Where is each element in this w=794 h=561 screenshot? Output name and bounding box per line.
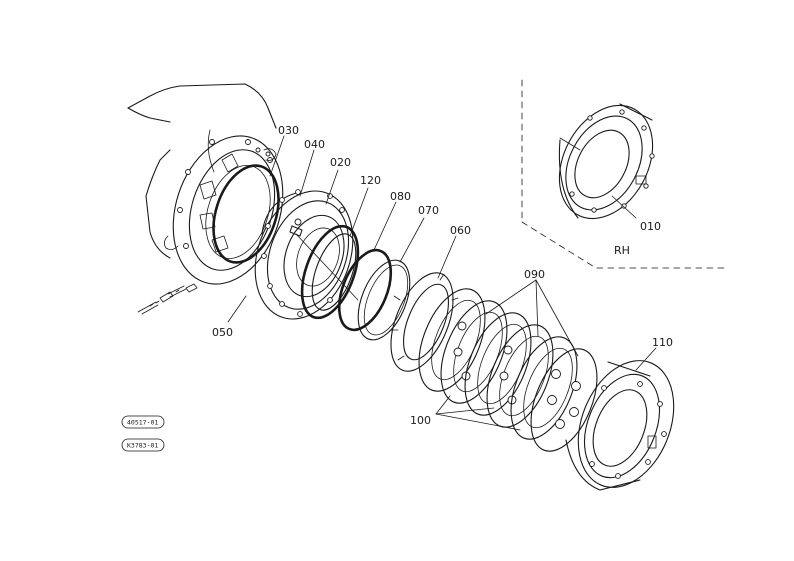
stamp-frame-second — [121, 438, 165, 452]
snap-ring-080 — [337, 248, 393, 332]
leader-100-c — [435, 413, 521, 431]
disc-2 — [440, 300, 508, 404]
leader-120 — [349, 187, 369, 237]
reference-stamps: 40517-01 K3783-01 — [121, 415, 165, 452]
brake-cover-110 — [565, 360, 675, 491]
ring-070 — [357, 259, 411, 341]
leader-070 — [399, 217, 425, 263]
disc-stack — [418, 288, 598, 452]
callout-030: 030 — [278, 124, 299, 137]
stamp-second: K3783-01 — [127, 442, 158, 450]
callout-050: 050 — [212, 326, 233, 339]
stamp-first: 40517-01 — [127, 419, 158, 427]
seal-120 — [300, 224, 360, 320]
plate-060 — [390, 272, 459, 372]
leader-060 — [437, 235, 457, 279]
o-ring-030 — [212, 164, 280, 264]
bolts — [137, 283, 198, 315]
disc-5 — [510, 336, 578, 440]
callout-100: 100 — [410, 414, 431, 427]
leader-090-a — [485, 279, 537, 315]
callout-070: 070 — [418, 204, 439, 217]
center-axis — [295, 233, 359, 301]
callout-060: 060 — [450, 224, 471, 237]
callout-120: 120 — [360, 174, 381, 187]
leader-050 — [227, 295, 247, 323]
leader-030 — [269, 135, 285, 177]
housing-flange — [164, 135, 284, 285]
leader-line-rh — [559, 137, 581, 151]
callout-labels: 030 040 020 120 080 070 060 090 110 100 … — [212, 124, 673, 427]
callout-040: 040 — [304, 138, 325, 151]
leader-lines — [227, 135, 657, 431]
leader-040 — [299, 149, 315, 197]
leader-100-a — [435, 395, 451, 415]
rh-brake-cover-010 — [558, 103, 655, 220]
callout-010: 010 — [640, 220, 661, 233]
callout-110: 110 — [652, 336, 673, 349]
leader-100-b — [435, 407, 495, 415]
disc-6 — [530, 348, 598, 452]
callout-020: 020 — [330, 156, 351, 169]
callout-080: 080 — [390, 190, 411, 203]
seal-120-inner — [311, 233, 357, 311]
transmission-housing — [127, 83, 277, 259]
leader-090-b — [535, 279, 539, 337]
rh-inset — [521, 79, 729, 269]
inset-label-rh: RH — [614, 244, 630, 257]
leader-020 — [325, 169, 339, 205]
leader-010 — [611, 195, 637, 219]
ring-070-inner — [363, 264, 409, 336]
callout-090: 090 — [524, 268, 545, 281]
leader-080 — [373, 201, 397, 251]
piston-housing-020 — [254, 189, 354, 320]
leader-110 — [635, 347, 657, 371]
leader-090-c — [535, 279, 579, 357]
stamp-frame-first — [121, 415, 165, 429]
